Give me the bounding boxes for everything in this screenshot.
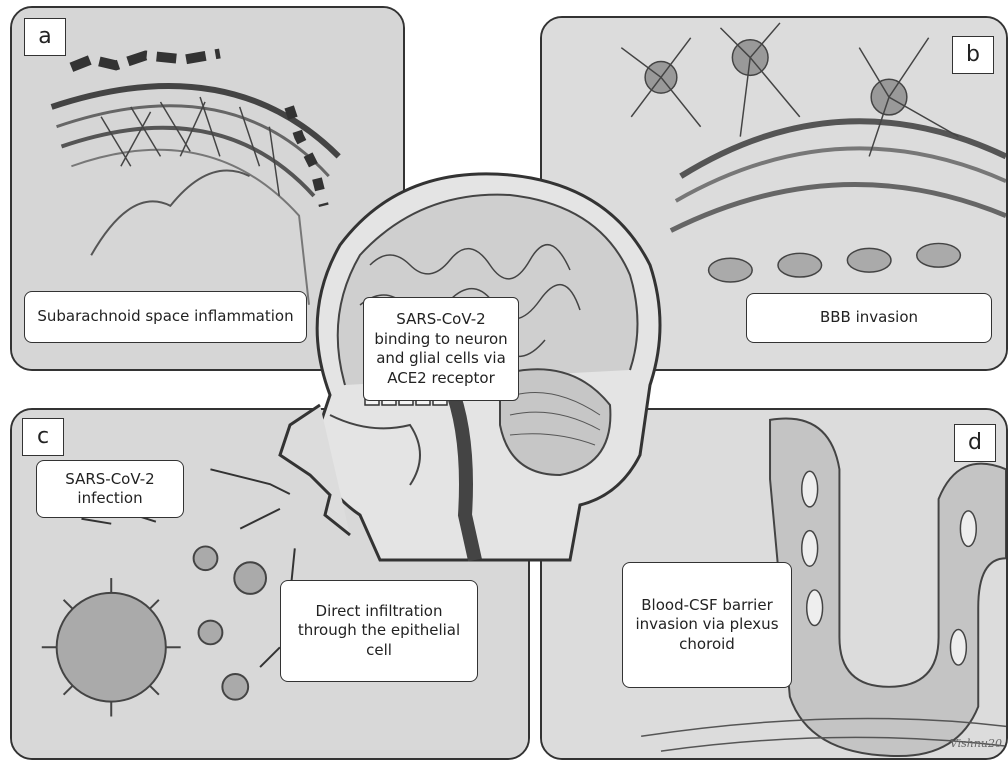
panel-c-label-infiltration: Direct infiltration through the epitheli… (280, 580, 478, 682)
panel-a-letter: a (24, 18, 66, 56)
artist-signature: Vishnu20 (950, 737, 1002, 750)
panel-c-letter: c (22, 418, 64, 456)
panel-c-label-infection: SARS-CoV-2 infection (36, 460, 184, 518)
panel-b-letter: b (952, 36, 994, 74)
panel-d-label: Blood-CSF barrier invasion via plexus ch… (622, 562, 792, 688)
panel-b-label: BBB invasion (746, 293, 992, 343)
center-label-ace2: SARS-CoV-2 binding to neuron and glial c… (363, 297, 519, 401)
panel-d-letter: d (954, 424, 996, 462)
panel-a-label: Subarachnoid space inflammation (24, 291, 307, 343)
